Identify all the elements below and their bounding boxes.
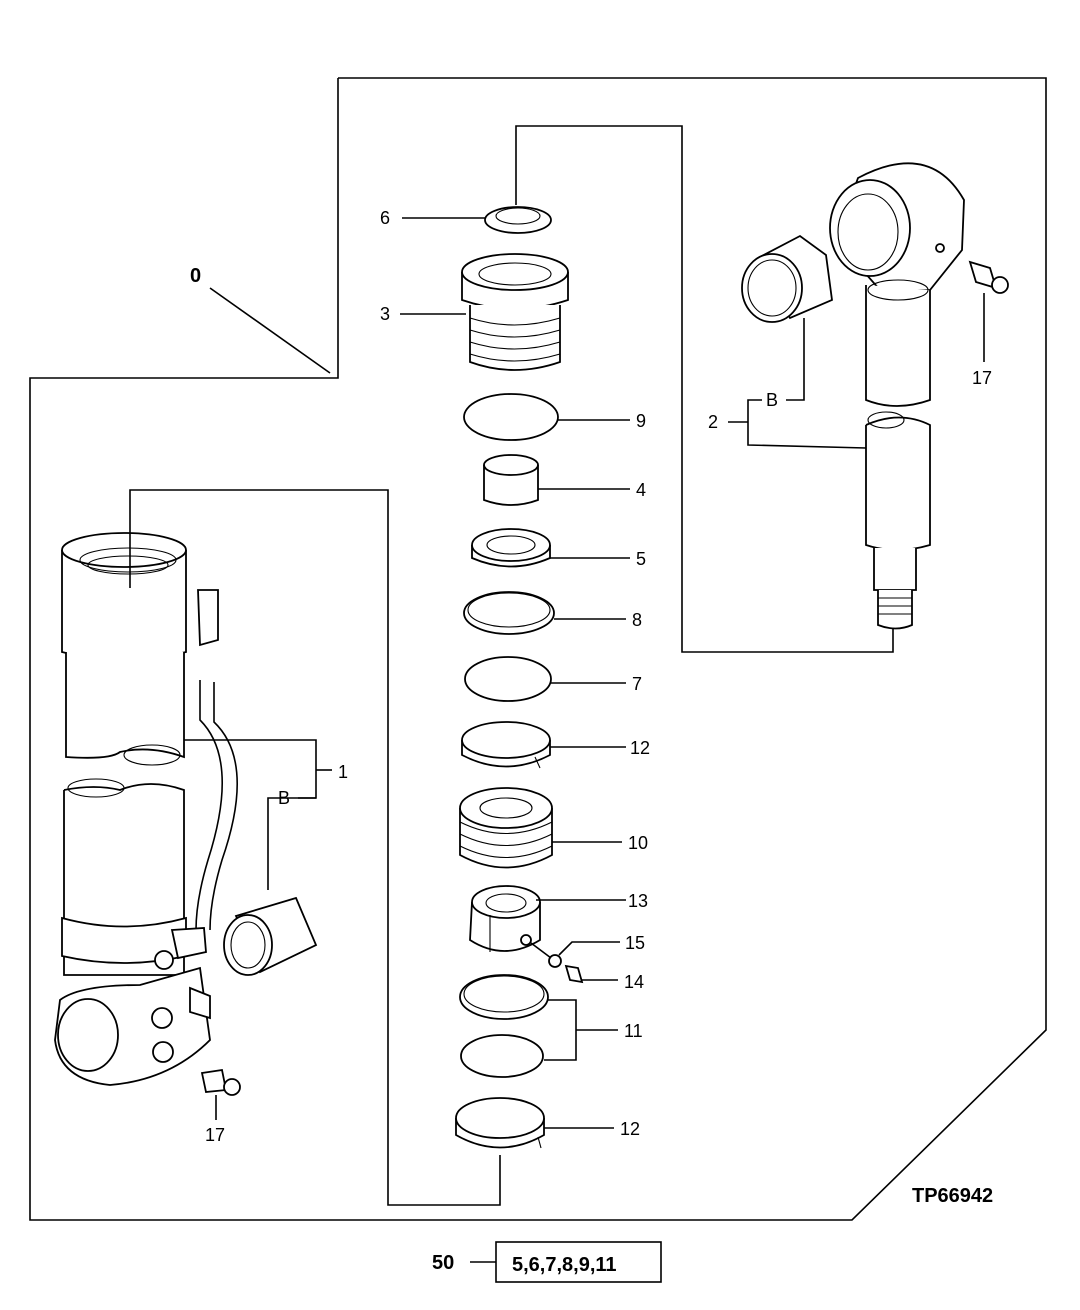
callout-0: 0 [190,265,201,287]
callout-B-left: B [278,788,290,808]
callout-12-lower: 12 [620,1119,640,1139]
drawing-number: TP66942 [912,1185,993,1207]
callout-17-right: 17 [972,368,992,388]
callout-8: 8 [632,610,642,630]
callout-2: 2 [708,412,718,432]
callout-9: 9 [636,411,646,431]
rod-seal-5 [471,528,551,568]
kit-number: 50 [432,1252,454,1274]
o-ring-7 [464,656,552,702]
backup-ring-8 [463,591,555,635]
wear-ring-12-upper [461,721,551,769]
o-ring-9 [463,393,559,441]
callout-17-left: 17 [205,1125,225,1145]
set-screw-14 [564,964,584,984]
grease-fitting-left [200,1068,241,1096]
gland-3 [461,253,569,371]
piston-nut-13 [469,885,541,952]
pivot-bushing-right [741,234,833,323]
assembly-boundary [29,77,1047,1221]
callout-15: 15 [625,933,645,953]
piston-seal-11 [459,974,549,1078]
rod-bushing-4 [483,454,539,506]
callout-14: 14 [624,972,644,992]
piston-10 [459,787,553,869]
wear-ring-12-lower [455,1097,545,1149]
piston-rod [829,162,965,630]
callout-4: 4 [636,480,646,500]
callout-12-upper: 12 [630,738,650,758]
grease-fitting-right [968,260,1009,294]
callout-3: 3 [380,304,390,324]
callout-B-right: B [766,390,778,410]
kit-legend: 50 5,6,7,8,9,11 [432,1241,662,1283]
cylinder-barrel [54,532,238,1086]
callout-1: 1 [338,762,348,782]
ball-15 [548,954,562,968]
callout-7: 7 [632,674,642,694]
callout-10: 10 [628,833,648,853]
callout-11: 11 [624,1021,643,1041]
callout-13: 13 [628,891,648,911]
wiper-seal-6 [484,206,552,234]
pivot-bushing-left [223,896,318,976]
callout-6: 6 [380,208,390,228]
kit-contents: 5,6,7,8,9,11 [512,1254,617,1276]
callout-5: 5 [636,549,646,569]
